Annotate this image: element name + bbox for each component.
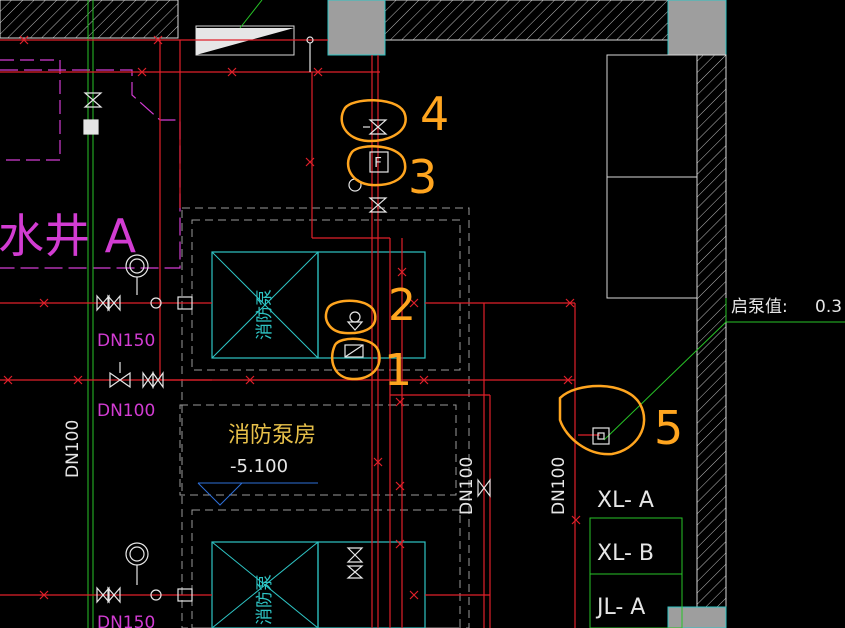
- annotation-number-3: 3: [408, 150, 437, 204]
- valves: [83, 36, 610, 604]
- riser-label-jl-a: JL- A: [595, 595, 645, 620]
- room-name: 消防泵房: [228, 423, 316, 448]
- pressure-switch-box: [592, 427, 610, 445]
- text-labels: DN150 DN100 DN150 DN100 DN100 DN100 消防泵房…: [0, 156, 842, 628]
- annotation-number-5: 5: [654, 401, 683, 455]
- column-top-center: [327, 0, 386, 56]
- right-cabinets: [589, 54, 698, 628]
- annotation-number-2: 2: [388, 280, 416, 331]
- pump-label-bottom: 消防泵: [255, 574, 275, 625]
- pipe-cross-marks: [3, 35, 581, 600]
- annotation-circle-5: [558, 384, 646, 456]
- annotation-number-4: 4: [420, 87, 449, 141]
- dn100-label-vertical-left: DN100: [63, 420, 83, 478]
- dn150-label-bottom: DN150: [97, 613, 155, 628]
- red-pipes: [0, 39, 600, 628]
- dn100-label-vertical-right: DN100: [549, 457, 569, 515]
- annotation-circle-4: [340, 99, 407, 143]
- top-walls: [0, 0, 727, 628]
- dn100-label-vertical-mid: DN100: [457, 457, 477, 515]
- pressure-gauge-bottom: [125, 542, 149, 566]
- orange-annotations: [324, 99, 646, 456]
- riser-label-xl-b: XL- B: [597, 541, 654, 566]
- room-elevation: -5.100: [230, 456, 288, 477]
- flow-switch-box: [369, 151, 389, 173]
- column-bottom-right: [667, 606, 727, 628]
- annotation-number-1: 1: [384, 345, 412, 396]
- riser-label-xl-a: XL- A: [597, 488, 654, 513]
- annotation-numbers: 4 3 2 1 5: [384, 87, 683, 455]
- door-fill: [196, 28, 294, 55]
- pump-bottom: [211, 541, 426, 628]
- shaft-label: 水井 A: [0, 209, 137, 263]
- wall-top-middle: [384, 0, 671, 41]
- dn150-label-top: DN150: [97, 331, 155, 351]
- dn100-label-left: DN100: [97, 401, 155, 421]
- flow-switch-symbol: F: [374, 156, 382, 171]
- column-top-right: [667, 0, 727, 56]
- wall-top-left: [0, 0, 179, 39]
- annotation-circle-2: [324, 299, 377, 335]
- pump-label-top: 消防泵: [255, 289, 275, 340]
- wall-right-vertical: [696, 54, 727, 611]
- pump-room-outlines: [179, 207, 470, 628]
- start-pump-value-number: 0.3: [815, 297, 842, 317]
- elevation-mark: [197, 482, 318, 506]
- annotation-circle-3: [346, 145, 407, 187]
- annotation-circle-1: [330, 337, 381, 381]
- green-lines: [87, 0, 845, 628]
- start-pump-value-label: 启泵值:: [731, 297, 788, 317]
